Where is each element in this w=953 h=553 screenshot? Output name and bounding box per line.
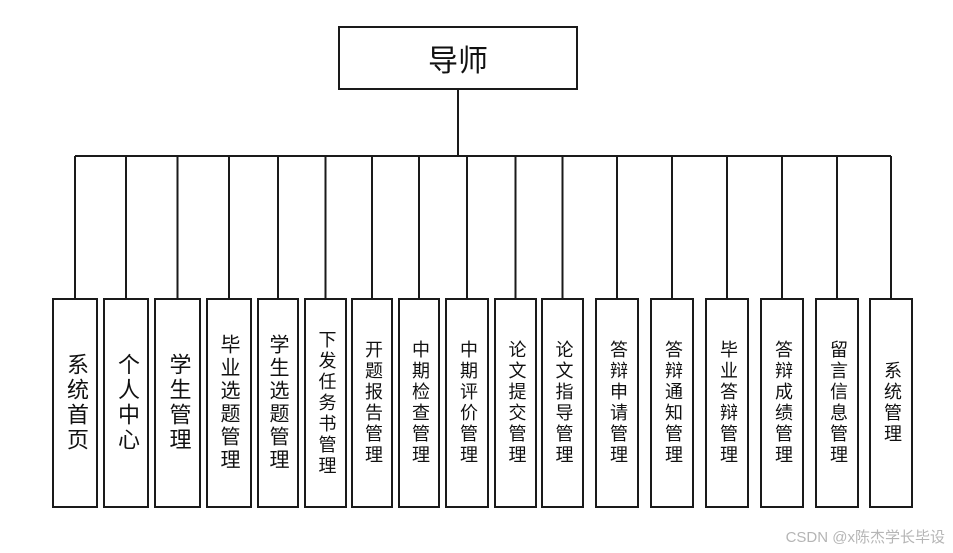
child-node-label: 学生管理 — [165, 353, 191, 453]
child-node-label: 下发任务书管理 — [315, 329, 337, 477]
child-node: 论文指导管理 — [541, 298, 584, 508]
child-node-label: 系统管理 — [881, 361, 902, 445]
child-node: 学生选题管理 — [257, 298, 299, 508]
child-node: 毕业选题管理 — [206, 298, 252, 508]
child-node-label: 答辩申请管理 — [607, 340, 628, 466]
child-node-label: 中期检查管理 — [409, 340, 430, 466]
child-node: 个人中心 — [103, 298, 149, 508]
child-node: 答辩申请管理 — [595, 298, 639, 508]
child-node: 毕业答辩管理 — [705, 298, 749, 508]
child-node: 学生管理 — [154, 298, 201, 508]
child-node-label: 开题报告管理 — [362, 340, 383, 466]
child-node: 论文提交管理 — [494, 298, 537, 508]
child-node-label: 留言信息管理 — [827, 340, 848, 466]
child-node-label: 论文指导管理 — [552, 340, 574, 466]
child-node: 下发任务书管理 — [304, 298, 347, 508]
child-node: 系统管理 — [869, 298, 913, 508]
child-node-label: 毕业选题管理 — [217, 334, 241, 472]
child-node: 中期评价管理 — [445, 298, 489, 508]
child-node-label: 学生选题管理 — [266, 334, 290, 472]
root-label: 导师 — [428, 44, 488, 79]
child-node: 中期检查管理 — [398, 298, 440, 508]
child-node-label: 个人中心 — [114, 353, 139, 453]
child-node-label: 答辩通知管理 — [662, 340, 683, 466]
child-node: 留言信息管理 — [815, 298, 859, 508]
root-node: 导师 — [338, 26, 578, 90]
child-node: 系统首页 — [52, 298, 98, 508]
child-node: 答辩通知管理 — [650, 298, 694, 508]
child-node-label: 毕业答辩管理 — [717, 340, 738, 466]
child-node-label: 中期评价管理 — [457, 340, 478, 466]
watermark: CSDN @x陈杰学长毕设 — [785, 529, 945, 546]
child-node-label: 论文提交管理 — [505, 340, 527, 466]
child-node: 答辩成绩管理 — [760, 298, 804, 508]
child-node: 开题报告管理 — [351, 298, 393, 508]
child-node-label: 系统首页 — [63, 353, 88, 453]
child-node-label: 答辩成绩管理 — [772, 340, 793, 466]
